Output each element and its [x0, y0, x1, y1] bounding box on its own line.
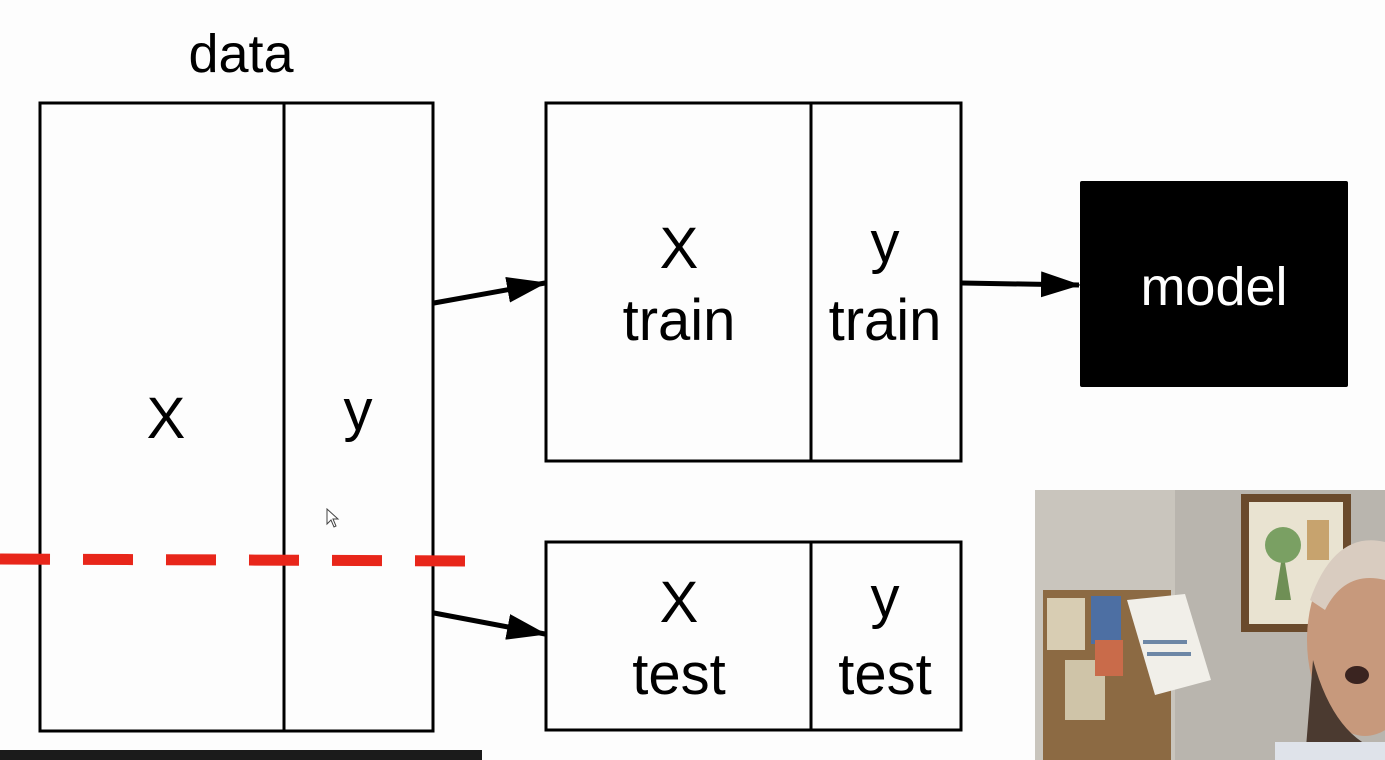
test-y-label: y — [871, 565, 900, 630]
data-y-label: y — [344, 378, 373, 443]
model-box — [1080, 181, 1348, 387]
train-table — [544, 101, 963, 463]
data-table — [38, 101, 435, 733]
arrow-to-model — [961, 271, 1081, 298]
test-y-sublabel: test — [838, 642, 932, 707]
video-progress-bar[interactable] — [0, 750, 482, 760]
test-x-sublabel: test — [632, 642, 726, 707]
mouse-pointer-icon — [326, 508, 340, 528]
model-label: model — [1140, 257, 1287, 317]
train-y-label: y — [871, 210, 900, 275]
train-y-sublabel: train — [829, 288, 942, 353]
test-x-label: X — [660, 570, 699, 635]
data-title: data — [188, 24, 294, 84]
arrow-to-train — [433, 276, 547, 306]
train-x-sublabel: train — [623, 288, 736, 353]
webcam-image — [1035, 490, 1385, 760]
presenter-webcam-feed — [1035, 490, 1385, 760]
arrow-to-test — [433, 610, 547, 640]
train-x-label: X — [660, 216, 699, 281]
test-table — [544, 540, 963, 732]
split-dashed-line — [0, 553, 471, 567]
data-x-label: X — [147, 386, 186, 451]
